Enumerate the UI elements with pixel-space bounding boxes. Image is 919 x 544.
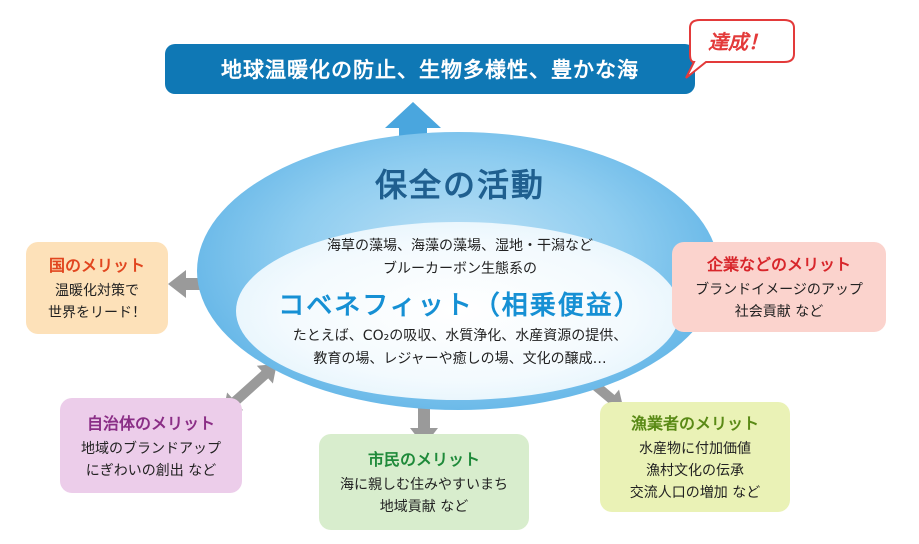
arrow-shimin (410, 372, 438, 446)
center-line-3: たとえば、CO₂の吸収、水質浄化、水産資源の提供、 (292, 328, 628, 344)
merit-title-kigyo: 企業などのメリット (706, 255, 851, 274)
merit-line: にぎわいの創出 など (85, 462, 217, 479)
center-line-2: ブルーカーボン生態系の (383, 261, 537, 277)
merit-title-gyogyo: 漁業者のメリット (630, 414, 759, 433)
merit-line: 漁村文化の伝承 (646, 463, 744, 479)
center-line-1: 海草の藻場、海藻の藻場、湿地・干潟など (327, 238, 593, 254)
merit-line: 交流人口の増加 など (629, 485, 761, 501)
merit-box-shimin: 市民のメリット 海に親しむ住みやすいまち 地域貢献 など (319, 434, 529, 530)
merit-line: 水産物に付加価値 (639, 441, 751, 457)
merit-title-kuni: 国のメリット (48, 256, 145, 275)
merit-line: 海に親しむ住みやすいまち (340, 477, 508, 493)
cobenefit-heading: コベネフィット（相乗便益） (278, 291, 642, 321)
merit-title-shimin: 市民のメリット (367, 450, 480, 469)
achievement-label: 達成！ (708, 30, 768, 54)
merit-line: 地域のブランドアップ (81, 440, 221, 457)
merit-box-gyogyo: 漁業者のメリット 水産物に付加価値 漁村文化の伝承 交流人口の増加 など (600, 402, 790, 512)
merit-line: 温暖化対策で (55, 283, 139, 299)
achievement-bubble (685, 19, 795, 79)
merit-line: ブランドイメージのアップ (695, 282, 863, 298)
merit-box-kuni: 国のメリット 温暖化対策で 世界をリード！ (26, 242, 168, 334)
center-line-4: 教育の場、レジャーや癒しの場、文化の醸成… (313, 351, 607, 367)
cobenefit-area (236, 222, 680, 400)
merit-line: 世界をリード！ (48, 305, 146, 321)
merit-line: 地域貢献 など (379, 499, 469, 515)
merit-line: 社会貢献 など (734, 304, 824, 320)
goal-banner: 地球温暖化の防止、生物多様性、豊かな海 (165, 44, 695, 94)
center-title: 保全の活動 (374, 166, 545, 204)
merit-title-jichitai: 自治体のメリット (86, 413, 215, 433)
goal-banner-text: 地球温暖化の防止、生物多様性、豊かな海 (221, 58, 639, 82)
merit-box-kigyo: 企業などのメリット ブランドイメージのアップ 社会貢献 など (672, 242, 886, 332)
merit-box-jichitai: 自治体のメリット 地域のブランドアップ にぎわいの創出 など (60, 398, 242, 493)
